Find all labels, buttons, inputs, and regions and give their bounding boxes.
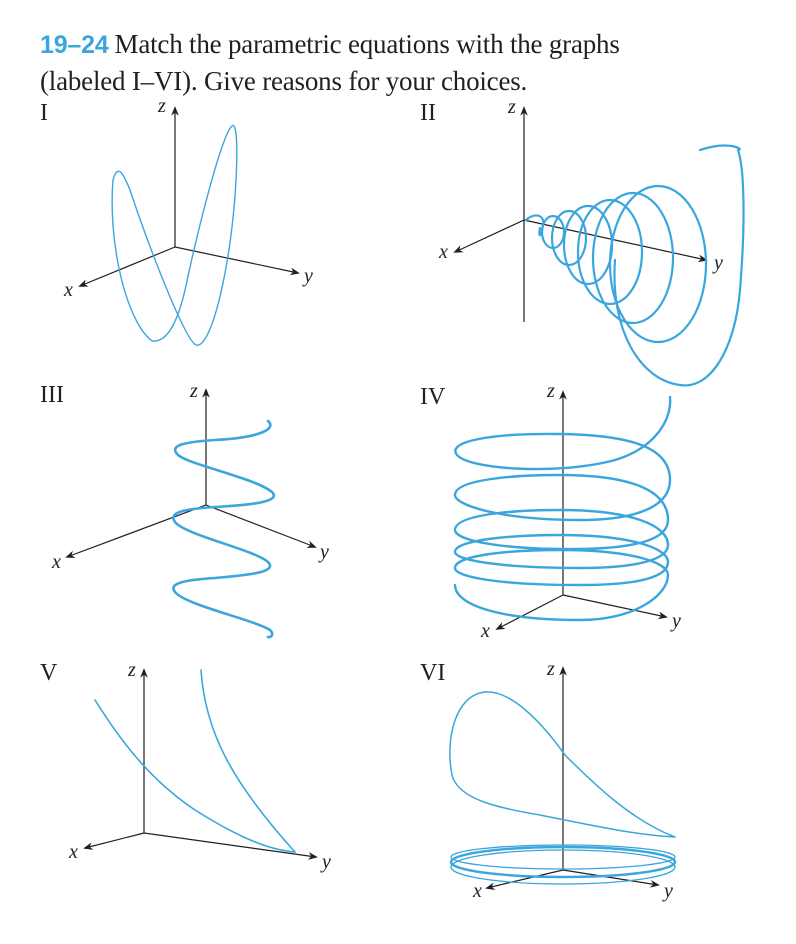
- x-axis-label: x: [63, 279, 73, 301]
- graph-I: z x y: [63, 95, 313, 346]
- graph-label-1: I: [40, 100, 48, 126]
- z-axis-label: z: [507, 96, 516, 118]
- y-axis-label: y: [662, 880, 673, 902]
- y-axis-label: y: [320, 851, 331, 873]
- y-axis-label: y: [712, 252, 723, 274]
- x-axis-label: x: [480, 620, 490, 642]
- z-axis-label: z: [546, 658, 555, 680]
- graph-V: z x y: [68, 659, 331, 873]
- problem-number: 19–24: [40, 31, 109, 59]
- graph-label-4: IV: [420, 384, 446, 410]
- y-axis-label: y: [670, 610, 681, 632]
- y-axis: [143, 832, 318, 860]
- graph-IV: z x y: [453, 380, 681, 642]
- z-axis-label: z: [157, 95, 166, 117]
- z-axis-label: z: [127, 659, 136, 681]
- y-axis-label: y: [318, 541, 329, 563]
- x-axis-label: x: [438, 241, 448, 263]
- problem-text-line1: Match the parametric equations with the …: [114, 29, 620, 59]
- curve-I: [111, 124, 238, 346]
- y-axis: [205, 504, 317, 548]
- x-axis: [485, 869, 564, 890]
- z-axis-label: z: [546, 380, 555, 402]
- z-axis-label: z: [189, 380, 198, 402]
- curve-III: [172, 419, 276, 639]
- curve-VI: [449, 691, 677, 885]
- graph-label-5: V: [40, 660, 58, 686]
- x-axis: [83, 832, 145, 850]
- x-axis: [78, 246, 176, 287]
- y-axis: [562, 869, 660, 888]
- x-axis-label: x: [51, 551, 61, 573]
- x-axis-label: x: [472, 880, 482, 902]
- y-axis-label: y: [302, 265, 313, 287]
- y-axis: [562, 594, 668, 620]
- x-axis-label: x: [68, 841, 78, 863]
- problem-text-line2: (labeled I–VI). Give reasons for your ch…: [40, 66, 528, 96]
- x-axis: [495, 594, 564, 630]
- graph-II: z x y: [438, 96, 745, 387]
- x-axis: [453, 219, 525, 253]
- curve-V: [94, 669, 296, 853]
- curve-II: [524, 144, 745, 387]
- graph-III: z x y: [51, 380, 329, 639]
- graph-VI: z x y: [449, 658, 677, 902]
- curve-IV: [453, 395, 672, 622]
- graph-label-3: III: [40, 382, 64, 408]
- x-axis: [65, 504, 207, 558]
- graph-label-2: II: [420, 100, 436, 126]
- y-axis: [174, 246, 300, 276]
- graph-label-6: VI: [420, 660, 446, 686]
